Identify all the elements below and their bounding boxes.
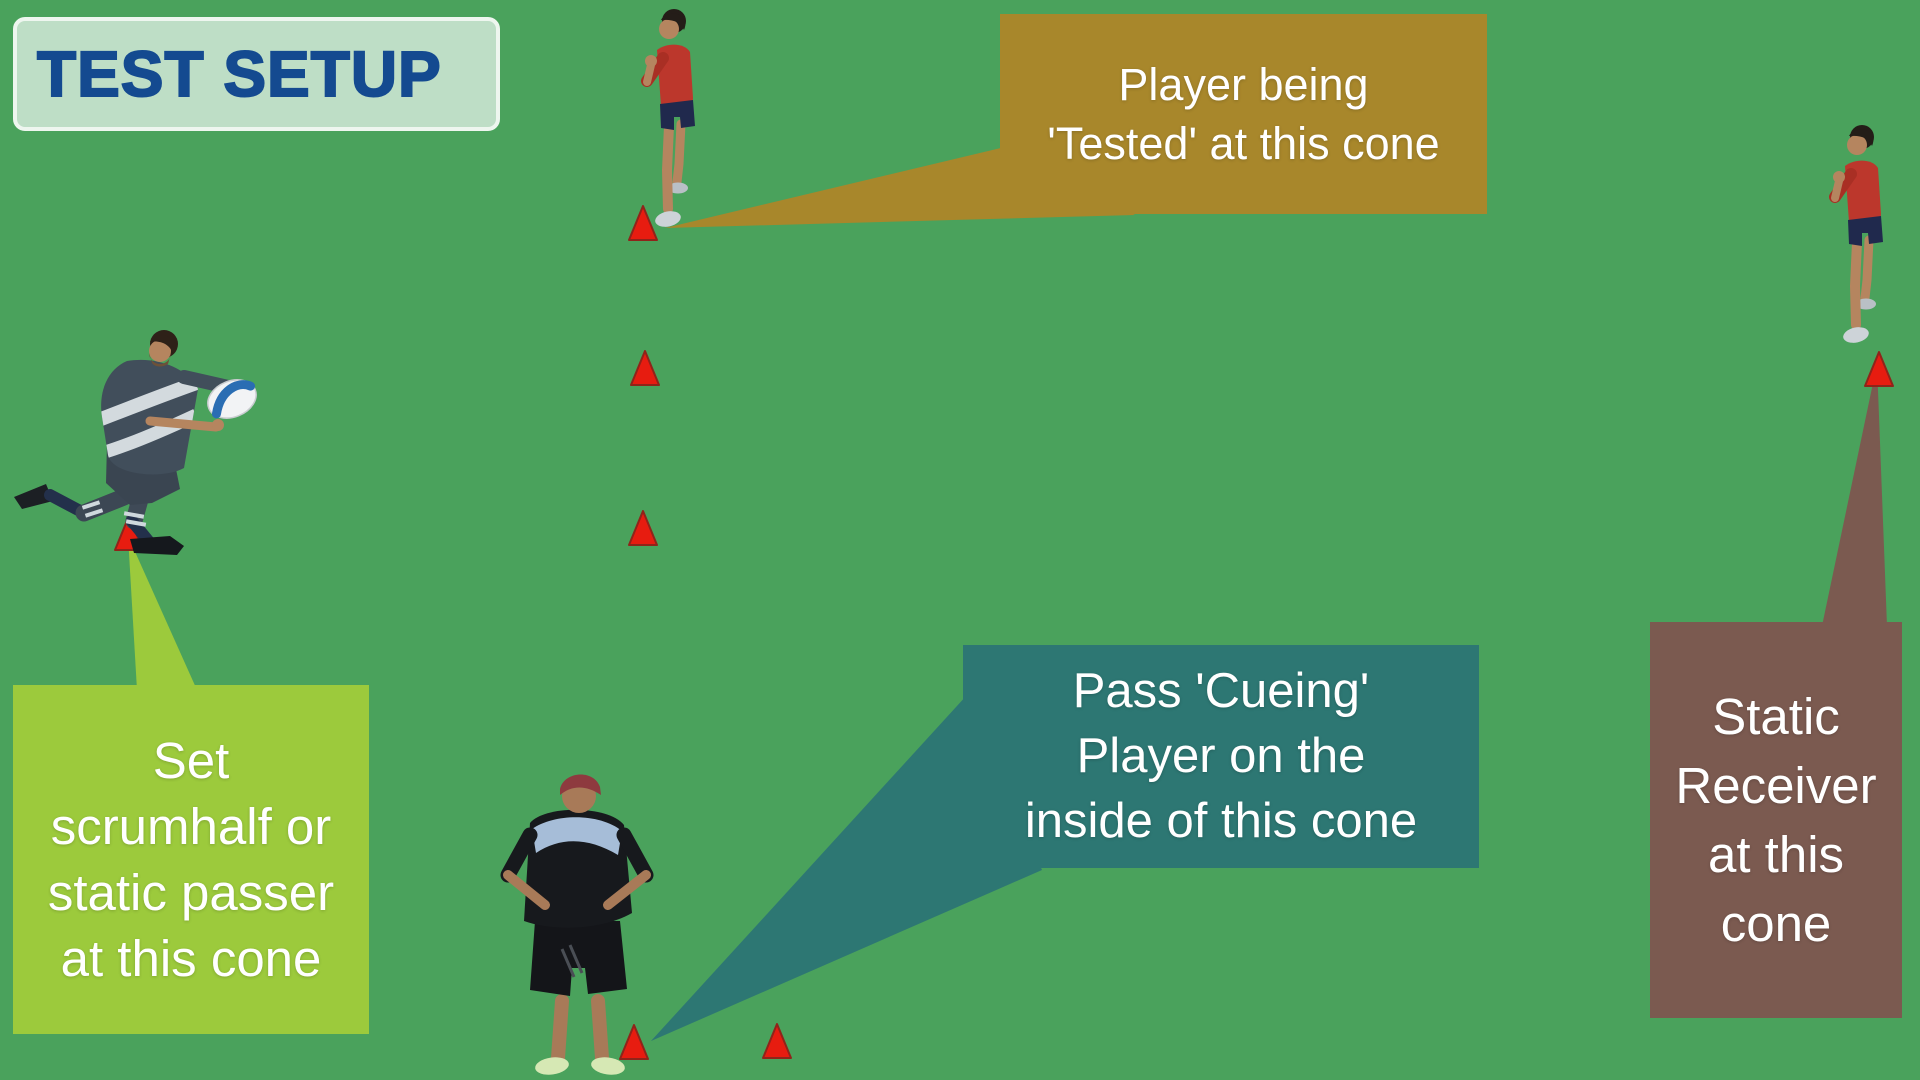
cone-marker-receiver [1864, 351, 1894, 387]
passer-callout-pointer [128, 536, 197, 690]
cone-marker-mid-2 [628, 510, 658, 546]
callout-player-being-tested: Player being 'Tested' at this cone [1000, 14, 1487, 214]
callout-line: Receiver [1675, 757, 1877, 814]
callout-line: inside of this cone [1024, 794, 1418, 848]
callout-line: at this cone [60, 929, 322, 987]
static-receiver-figure [1833, 125, 1883, 345]
cone-marker-cueing-right [762, 1023, 792, 1059]
receiver-callout-pointer [1822, 364, 1887, 626]
scrumhalf-passer-figure [14, 330, 257, 555]
callout-line: at this [1707, 826, 1845, 883]
callout-line: Player being [1118, 59, 1369, 110]
callout-static-passer: Set scrumhalf or static passer at this c… [13, 685, 369, 1034]
player-being-tested-figure [645, 9, 695, 229]
rugby-ball [207, 379, 257, 419]
cone-marker-cueing-left [619, 1024, 649, 1060]
callout-line: Pass 'Cueing' [1072, 664, 1370, 718]
callout-line: Set [152, 731, 230, 789]
callout-line: 'Tested' at this cone [1047, 118, 1440, 169]
page-title: TEST SETUP [36, 37, 442, 111]
cueing-callout-pointer [651, 695, 1042, 1041]
callout-line: cone [1720, 895, 1832, 952]
cone-marker-mid-1 [630, 350, 660, 386]
callout-pass-cueing-player: Pass 'Cueing' Player on the inside of th… [963, 645, 1479, 868]
callout-line: Player on the [1076, 729, 1366, 783]
callout-line: scrumhalf or [50, 797, 332, 855]
pass-cueing-player-figure [500, 774, 654, 1075]
title-box: TEST SETUP [13, 17, 500, 131]
cone-marker-tested [628, 205, 658, 241]
callout-line: Static [1712, 688, 1840, 745]
callout-line: static passer [47, 863, 335, 921]
callout-static-receiver: Static Receiver at this cone [1650, 622, 1902, 1018]
